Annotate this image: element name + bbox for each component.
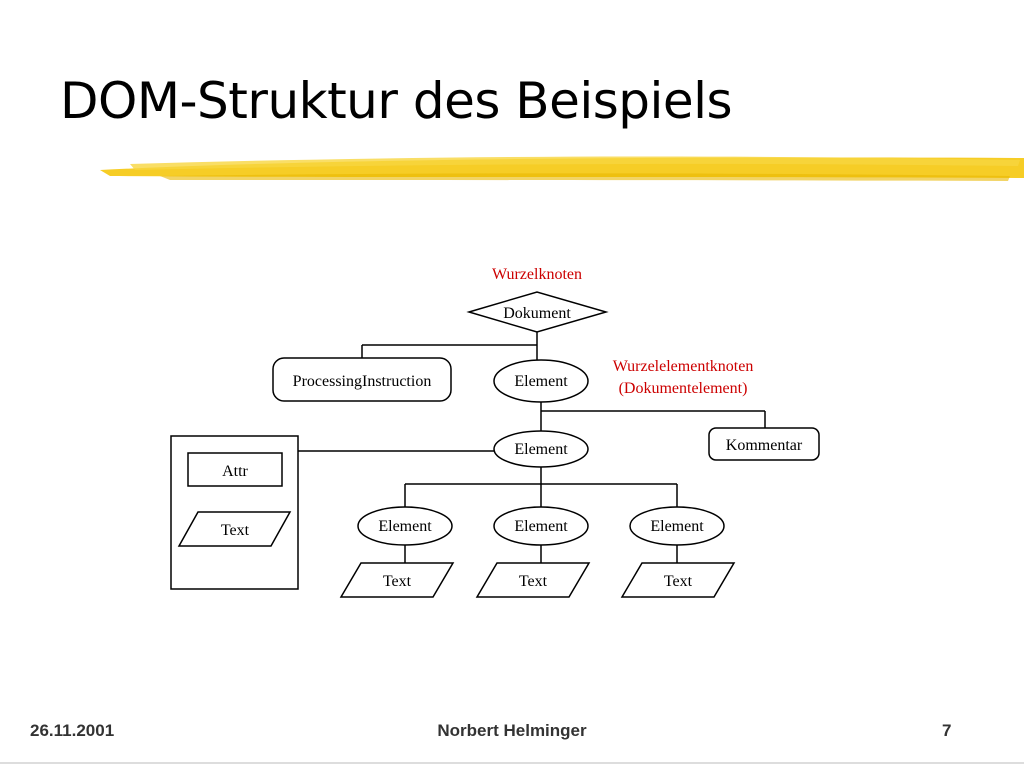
attr-text-label: Text (221, 522, 250, 539)
root-element-annotation-line1: Wurzelelementknoten (613, 358, 754, 375)
root-element-label: Element (514, 373, 568, 390)
dokument-node: Dokument (466, 291, 609, 333)
bottom-divider (0, 762, 1024, 764)
kommentar-node: Kommentar (708, 427, 820, 461)
processing-instruction-label: ProcessingInstruction (293, 373, 432, 390)
element-right-label: Element (650, 518, 704, 535)
attr-node (187, 452, 283, 487)
text-right-node: Text (620, 562, 736, 598)
text-center-node: Text (475, 562, 591, 598)
footer-author: Norbert Helminger (437, 721, 587, 740)
footer-date: 26.11.2001 (30, 721, 115, 740)
element-mid-label: Element (514, 441, 568, 458)
text-left-label: Text (383, 573, 412, 590)
title-underline-brush (100, 156, 1024, 181)
kommentar-label: Kommentar (726, 437, 803, 454)
root-element-annotation-line2: (Dokumentelement) (619, 380, 748, 397)
element-left-label: Element (378, 518, 432, 535)
slide-title: DOM-Struktur des Beispiels (60, 72, 733, 130)
footer-page-number: 7 (942, 721, 952, 740)
root-node-annotation: Wurzelknoten (492, 266, 582, 283)
element-center-label: Element (514, 518, 568, 535)
text-right-label: Text (664, 573, 693, 590)
processing-instruction-node: ProcessingInstruction (272, 357, 452, 402)
element-mid-node: Element (493, 430, 589, 468)
attribute-group-box: Attr Text (170, 435, 299, 590)
attr-label: Attr (222, 463, 248, 480)
text-left-node: Text (339, 562, 455, 598)
attr-text-node (177, 511, 292, 547)
dom-tree-diagram: Wurzelknoten Wurzelelementknoten (Dokume… (170, 266, 820, 598)
element-left-node: Element (357, 506, 453, 546)
text-center-label: Text (519, 573, 548, 590)
element-center-node: Element (493, 506, 589, 546)
root-element-node: Element (493, 359, 589, 403)
element-right-node: Element (629, 506, 725, 546)
dokument-node-label: Dokument (503, 305, 571, 322)
